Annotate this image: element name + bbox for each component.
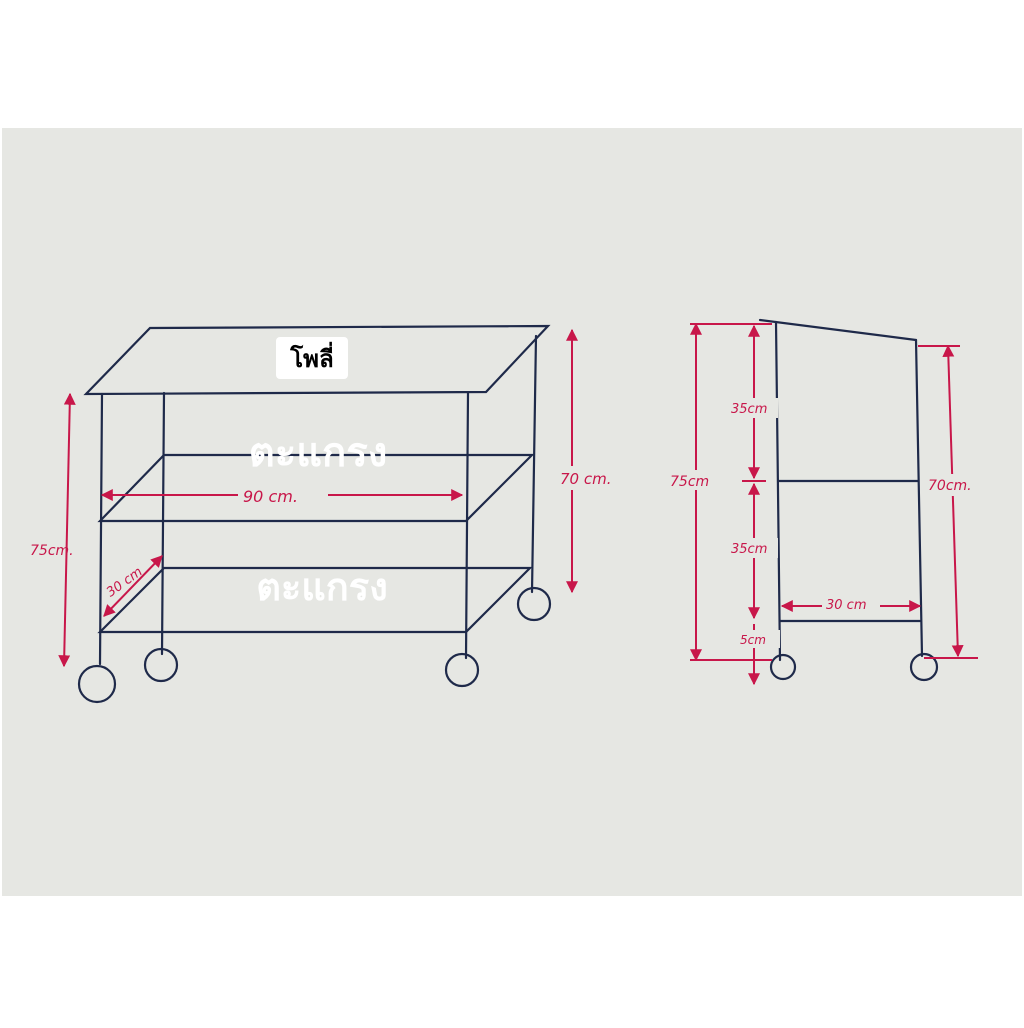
side-frame-height-label: 70cm. <box>928 478 972 494</box>
cart-perspective-view <box>77 324 552 704</box>
side-upper-gap-label: 35cm <box>731 402 767 417</box>
wheel-back-right <box>516 586 552 622</box>
side-wheel-left <box>769 653 797 681</box>
dim-total-height-arrow <box>58 392 76 668</box>
dim-depth-arrow <box>103 555 163 617</box>
side-top-line <box>758 318 918 342</box>
side-leg-left <box>774 320 782 662</box>
side-depth-label: 30 cm <box>826 598 867 613</box>
side-wheel-gap-label: 5cm <box>740 633 766 647</box>
dim-frame-height-label: 70 cm. <box>560 470 611 488</box>
leg-front-left <box>98 392 104 666</box>
wheel-front-right <box>444 652 480 688</box>
top-tag-label: โพลี่ <box>289 341 333 373</box>
wheel-front-left <box>77 664 117 704</box>
leg-back-right <box>530 334 538 594</box>
side-wheel-right <box>909 652 939 682</box>
lower-shelf-label: ตะแกรง <box>256 565 388 609</box>
dim-width-label: 90 cm. <box>243 487 298 506</box>
side-lower-gap-label: 35cm <box>731 542 767 557</box>
dim-total-height-label: 75cm. <box>30 543 74 559</box>
top-board <box>83 324 551 396</box>
side-total-height-label: 75cm <box>670 474 709 490</box>
upper-shelf-label: ตะแกรง <box>249 430 387 476</box>
top-tag-background <box>276 337 348 379</box>
leg-front-right <box>464 391 470 660</box>
side-dim-frame-arrow <box>942 344 964 658</box>
paper-sheet <box>2 128 1022 896</box>
wheel-back-left <box>143 647 179 683</box>
